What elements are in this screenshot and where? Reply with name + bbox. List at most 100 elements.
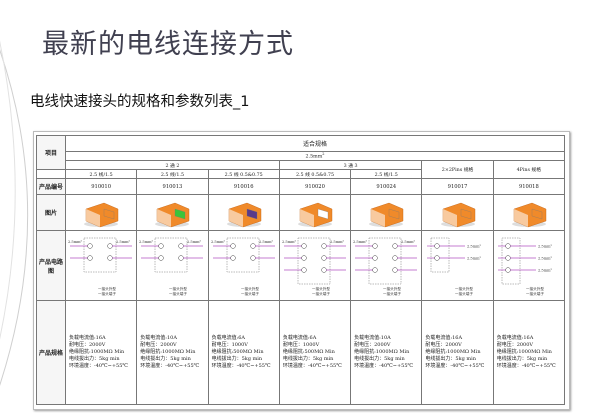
- spec-line: 电线拔出力：5kg min: [211, 356, 263, 362]
- header-2x2pins: 2×2Pins 规格: [421, 160, 494, 179]
- model-cell: 910020: [278, 178, 352, 195]
- spec-line: 绝缘阻抗:500MΩ Min: [282, 349, 335, 355]
- legend-housing: 一接头外型: [241, 286, 259, 291]
- range-cell: 2.5 线/1.5: [350, 169, 423, 179]
- legend-terminal: 一接头端子: [169, 291, 187, 296]
- legend-housing: 一接头外型: [526, 286, 544, 291]
- spec-line: 耐电压：2000V: [425, 342, 462, 348]
- product-image-cell: [64, 194, 138, 231]
- wire-label: 2.5mm²: [211, 240, 226, 244]
- spec-line: 负载电流值:16A: [69, 335, 106, 341]
- wire-label: 2.5mm²: [353, 240, 368, 244]
- header-spec-group: 适合规格: [65, 135, 565, 152]
- wire-label: 2.5mm²: [116, 240, 131, 244]
- model-cell: 910013: [136, 178, 209, 195]
- legend-housing: 一接头外型: [383, 286, 401, 291]
- slide-subtitle: 电线快速接头的规格和参数列表_1: [30, 94, 250, 110]
- spec-line: 负载电流值:6A: [282, 335, 317, 341]
- spec-line: 电线拔出力：5kg min: [425, 356, 476, 362]
- header-3way: 3 通 3: [278, 160, 423, 170]
- spec-line: 负载电流值:10A: [140, 335, 177, 341]
- product-image-cell: [350, 194, 423, 231]
- spec-line: 环境温度：-40℃~+55℃: [354, 363, 414, 369]
- model-cell: 910018: [492, 178, 566, 195]
- wire-label: 2.5mm²: [467, 244, 482, 248]
- legend-terminal: 一接头端子: [241, 291, 259, 296]
- legend-terminal: 一接头端子: [526, 291, 544, 296]
- circuit-diagram-cell: 2.5mm² 2.5mm² 一接头外型一接头端子: [350, 230, 423, 301]
- slide-title: 最新的电线连接方式: [42, 29, 294, 60]
- row-label-spec: 产品规格: [36, 300, 66, 405]
- legend-housing: 一接头外型: [312, 286, 330, 291]
- legend-terminal: 一接头端子: [455, 291, 473, 296]
- circuit-diagram-cell: 2.5mm² 2.5mm² 一接头外型一接头端子: [207, 230, 280, 301]
- legend-housing: 一接头外型: [169, 286, 187, 291]
- spec-line: 环境温度：-40℃~+55℃: [282, 363, 342, 369]
- wire-label: 2.5mm²: [330, 240, 345, 244]
- spec-line: 耐电压：2000V: [354, 342, 391, 348]
- legend-terminal: 一接头端子: [383, 291, 401, 296]
- spec-line: 环境温度：-40℃~+55℃: [425, 363, 485, 369]
- wire-label: 2.5mm²: [401, 240, 416, 244]
- spec-line: 耐电压：1000V: [211, 342, 248, 348]
- row-label-image: 图片: [36, 194, 66, 231]
- spec-line: 电线拔出力：5kg min: [496, 356, 548, 362]
- spec-table-image: 项目 适合规格 2.5mm2 2 通 2 3 通 3 2×2Pins 规格 4P…: [33, 131, 570, 410]
- spec-line: 绝缘阻抗:1000MΩ Min: [496, 349, 552, 355]
- spec-line: 负载电流值:10A: [354, 335, 391, 341]
- spec-line: 耐电压：2000V: [140, 342, 177, 348]
- header-2way: 2 通 2: [65, 160, 280, 170]
- spec-line: 电线拔出力：5kg min: [354, 356, 405, 362]
- spec-line: 环境温度：-40℃~+55℃: [211, 363, 271, 369]
- wire-label: 2.5mm²: [139, 240, 154, 244]
- range-cell: 2.5 线/1.5: [136, 169, 209, 179]
- spec-line: 环境温度：-40℃~+55℃: [69, 363, 128, 369]
- spec-line: 绝缘阻抗:1000MΩ Min: [69, 349, 125, 355]
- product-image-cell: [207, 194, 280, 231]
- connector-icon: [511, 202, 547, 227]
- wire-label: 2.5mm²: [538, 256, 553, 260]
- circuit-diagram-cell: 2.5mm² 2.5mm² 一接头外型一接头端子: [421, 230, 494, 301]
- spec-line: 绝缘阻抗:500MΩ Min: [211, 349, 264, 355]
- product-image-cell: [136, 194, 209, 231]
- spec-line: 电线拔出力：5kg min: [282, 356, 334, 362]
- decorative-curve: [0, 40, 29, 386]
- connector-icon: [297, 202, 333, 227]
- spec-line: 负载电流值:16A: [425, 335, 463, 341]
- model-cell: 910024: [350, 178, 423, 195]
- spec-line: 绝缘阻抗:1000MΩ Min: [354, 349, 410, 355]
- spec-line: 电线拔出力：5kg min: [140, 356, 191, 362]
- model-cell: 910010: [64, 178, 138, 195]
- legend-housing: 一接头外型: [455, 286, 473, 291]
- wire-label: 2.5mm²: [467, 256, 482, 260]
- connector-icon: [440, 202, 475, 227]
- connector-icon: [369, 202, 404, 227]
- wire-label: 2.5mm²: [538, 268, 553, 272]
- wire-label: 2.5mm²: [68, 240, 83, 244]
- wire-label: 2.5mm²: [259, 240, 274, 244]
- product-image-cell: [421, 194, 494, 231]
- wire-label: 2.5mm²: [282, 240, 297, 244]
- spec-line: 环境温度：-40℃~+55℃: [140, 363, 200, 369]
- spec-line: 耐电压：2000V: [496, 342, 534, 348]
- model-cell: 910017: [421, 178, 494, 195]
- product-image-cell: [278, 194, 352, 231]
- connector-icon: [155, 202, 190, 227]
- spec-line: 绝缘阻抗:1000MΩ Min: [140, 349, 196, 355]
- range-cell: 2.5 线 0.5&0.75: [278, 169, 352, 179]
- spec-line: 环境温度：-40℃~+55℃: [496, 363, 556, 369]
- range-cell: 2.5 线/1.5: [64, 169, 138, 179]
- row-label-model: 产品编号: [36, 178, 66, 195]
